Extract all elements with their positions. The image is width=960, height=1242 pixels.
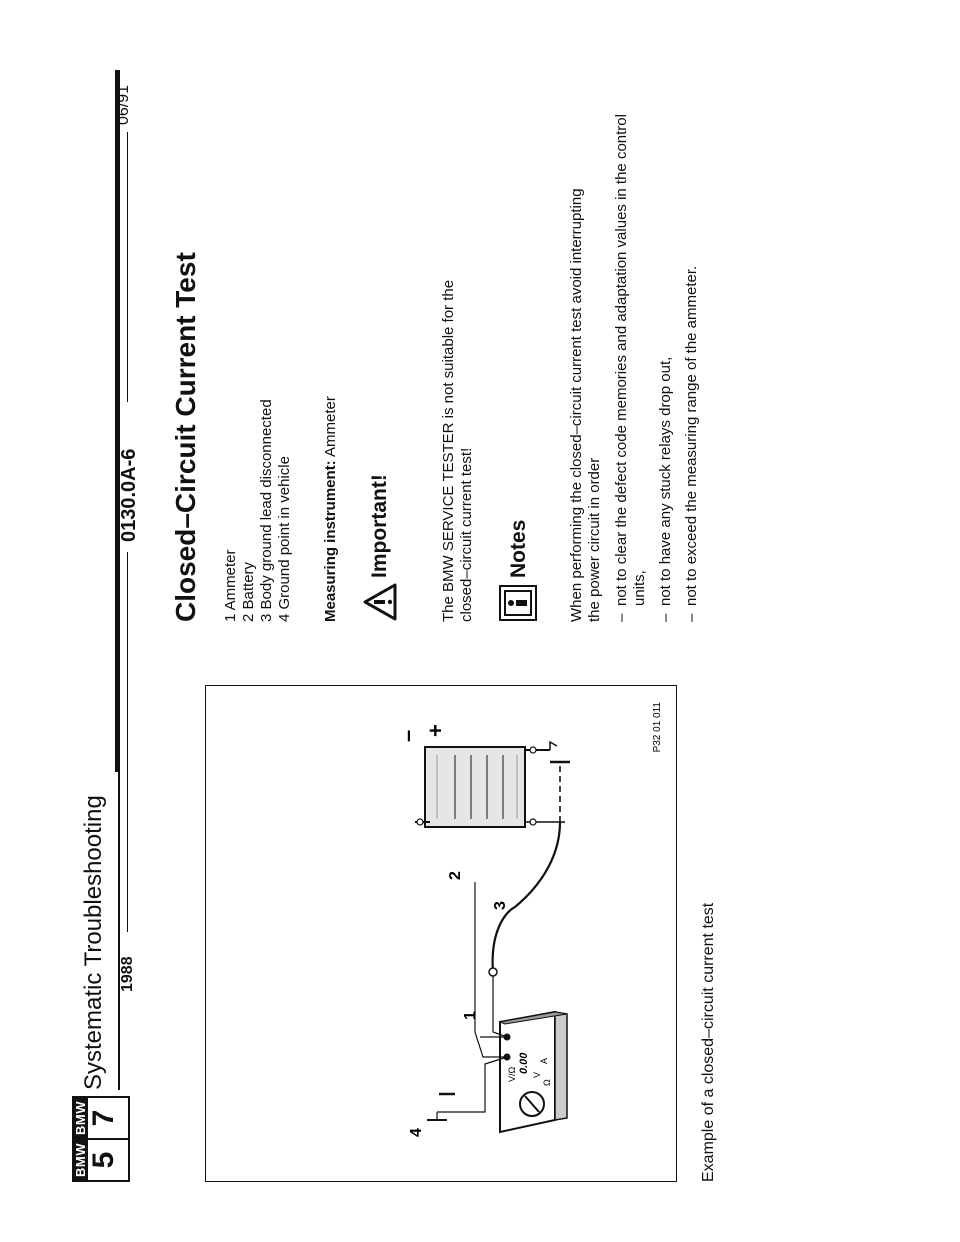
- section-title: Systematic Troubleshooting: [80, 795, 107, 1090]
- circuit-diagram: 0.00 V/Ω V A Ω: [395, 702, 663, 1137]
- legend-item: 1 Ammeter: [222, 549, 239, 622]
- legend-list: 1 Ammeter 2 Battery 3 Body ground lead d…: [222, 399, 294, 622]
- list-item: – not to exceed the measuring range of t…: [683, 102, 701, 622]
- figure-code: P32 01 011: [652, 702, 663, 753]
- legend-item: 3 Body ground lead disconnected: [258, 399, 275, 622]
- figure-caption: Example of a closed–circuit current test: [700, 902, 717, 1182]
- bmw-label: BMW: [73, 1140, 88, 1180]
- notes-heading: Notes: [507, 519, 530, 578]
- dash-marker: –: [657, 613, 674, 622]
- callout-2: 2: [447, 871, 464, 880]
- series-number: 7: [87, 1109, 120, 1127]
- header-rule-thick: [115, 70, 120, 772]
- header-line: [127, 552, 128, 932]
- legend-item: 2 Battery: [240, 561, 257, 622]
- plus-sign: +: [423, 724, 448, 737]
- minus-sign: –: [395, 730, 420, 742]
- measuring-instrument: Measuring instrument: Ammeter: [322, 396, 340, 622]
- dash-marker: –: [613, 613, 630, 622]
- list-item: – not to have any stuck relays drop out,: [657, 102, 675, 622]
- ammeter-icon: [498, 1010, 568, 1134]
- notes-list: – not to clear the defect code memories …: [613, 102, 701, 622]
- meter-label: Ω: [542, 1079, 552, 1086]
- page-title: Closed–Circuit Current Test: [170, 252, 201, 622]
- measuring-label: Measuring instrument:: [322, 460, 339, 622]
- callout-1: 1: [462, 1011, 479, 1020]
- meter-label: V/Ω: [507, 1066, 517, 1082]
- year-label-right: 1988: [119, 956, 136, 992]
- important-text: The BMW SERVICE TESTER is not suitable f…: [440, 279, 475, 622]
- important-heading: Important!: [368, 474, 391, 578]
- bmw-series-5-logo: BMW 5: [72, 1138, 130, 1182]
- note-text: not to clear the defect code memories an…: [613, 114, 648, 606]
- callout-3: 3: [492, 901, 509, 910]
- warning-icon: [363, 583, 397, 621]
- bmw-series-7-logo: BMW 7: [72, 1096, 130, 1140]
- list-item: – not to clear the defect code memories …: [613, 102, 649, 622]
- info-icon: [499, 585, 537, 621]
- series-number: 5: [87, 1151, 120, 1169]
- date-label: 06/91: [115, 84, 132, 125]
- header-line: [127, 132, 128, 402]
- note-text: not to have any stuck relays drop out,: [657, 356, 674, 606]
- legend-item: 4 Ground point in vehicle: [276, 456, 293, 622]
- meter-label: A: [539, 1058, 549, 1064]
- note-text: not to exceed the measuring range of the…: [683, 265, 700, 606]
- dash-marker: –: [683, 613, 700, 622]
- meter-display: 0.00: [518, 1052, 530, 1074]
- page-code: 0130.0A-6: [118, 448, 140, 542]
- notes-intro: When performing the closed–circuit curre…: [568, 188, 603, 622]
- meter-label: V: [532, 1072, 542, 1078]
- measuring-value: Ammeter: [322, 396, 339, 457]
- callout-4: 4: [408, 1128, 425, 1137]
- bmw-label: BMW: [73, 1098, 88, 1138]
